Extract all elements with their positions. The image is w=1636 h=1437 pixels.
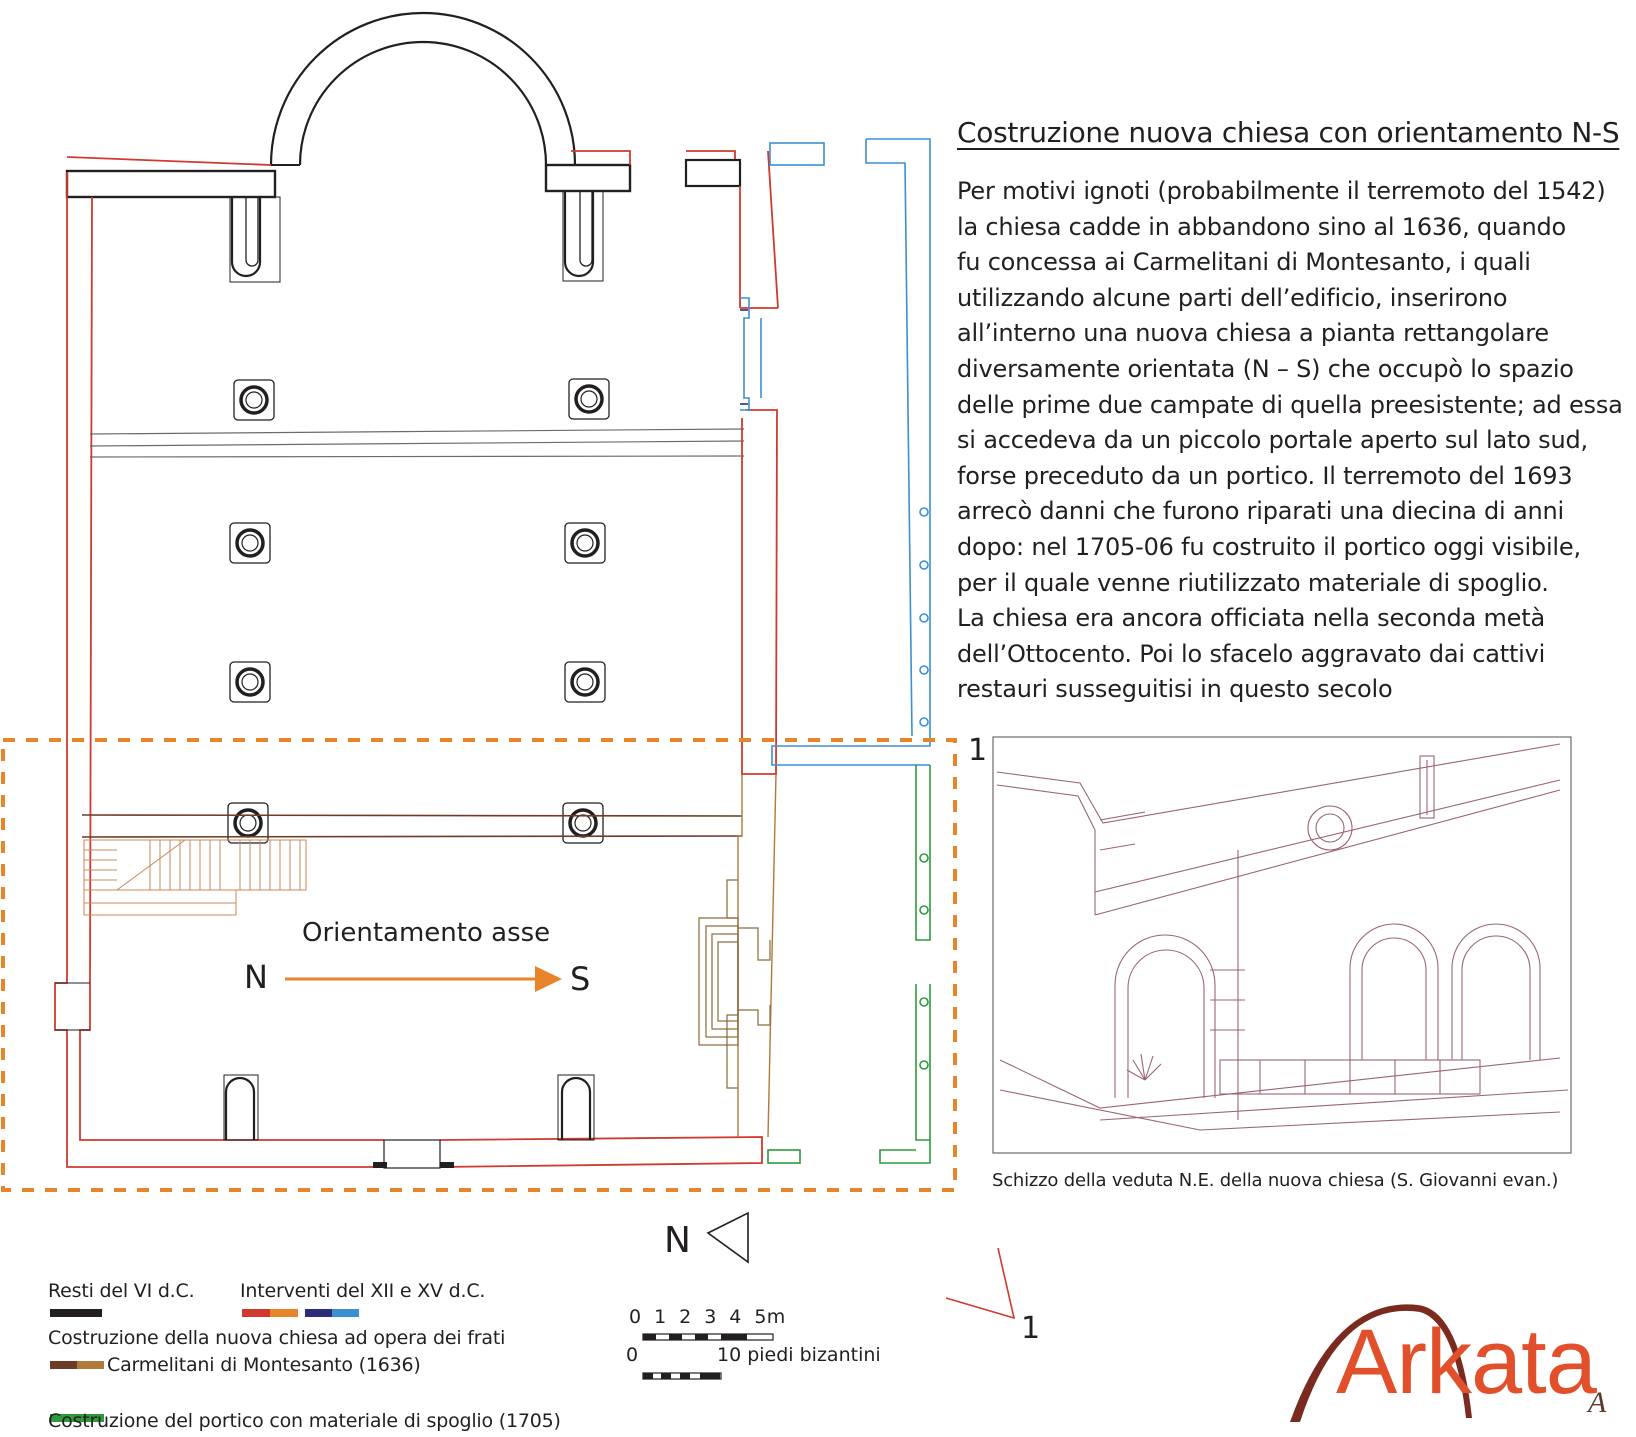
new-church-boundary [1, 738, 957, 1192]
north-arrow-icon [706, 1211, 749, 1264]
description-line: per il quale venne riutilizzato material… [957, 568, 1549, 597]
description-line: restauri susseguitisi in questo secolo [957, 675, 1393, 704]
east-wall-red [684, 150, 779, 775]
side-portal [698, 879, 771, 1089]
legend-swatches [50, 1309, 359, 1422]
pillar [228, 521, 272, 565]
description-line: arrecò danni che furono riparati una die… [957, 497, 1564, 526]
pillar [567, 377, 611, 421]
description-line: diversamente orientata (N – S) che occup… [957, 354, 1574, 383]
description-line: La chiesa era ancora officiata nella sec… [957, 604, 1545, 633]
west-wall [54, 172, 763, 1169]
scale-feet-label: 10 piedi bizantini [717, 1344, 881, 1366]
east-wall-piers [919, 507, 929, 727]
section-line-marker [945, 1247, 1016, 1320]
pilaster-ne [562, 190, 604, 282]
portico [767, 765, 931, 1164]
legend-portico: Costruzione del portico con materiale di… [48, 1410, 561, 1432]
legend-vi: Resti del VI d.C. [48, 1280, 195, 1302]
carmelite-church [81, 773, 777, 1138]
sketch-caption: Schizzo della veduta N.E. della nuova ch… [992, 1170, 1559, 1191]
axis-to-label: S [570, 960, 591, 998]
section-title: Costruzione nuova chiesa con orientament… [957, 116, 1620, 149]
description-line: la chiesa cadde in abbandono sino al 163… [957, 212, 1567, 241]
pillar [563, 660, 607, 704]
pillar [232, 378, 276, 422]
scale-bar [642, 1333, 774, 1380]
legend-xii-xv: Interventi del XII e XV d.C. [240, 1280, 486, 1302]
pilaster-nw [229, 196, 281, 283]
pillar [228, 660, 272, 704]
staircase [83, 839, 307, 916]
apse [269, 11, 577, 166]
legend-carmelite-1: Costruzione della nuova chiesa ad opera … [48, 1327, 506, 1349]
pilaster-sw [223, 1074, 259, 1141]
description-line: Per motivi ignoti (probabilmente il terr… [957, 177, 1606, 205]
description-line: dopo: nel 1705-06 fu costruito il portic… [957, 532, 1581, 561]
pillar [563, 521, 607, 565]
legend-carmelite-2: Carmelitani di Montesanto (1636) [107, 1354, 421, 1376]
description-line: dell’Ottocento. Poi lo sfacelo aggravato… [957, 639, 1546, 668]
transverse-lines [89, 428, 745, 458]
section-number: 1 [1021, 1311, 1041, 1346]
axis-from-label: N [244, 958, 268, 996]
description-line: si accedeva da un piccolo portale aperto… [957, 426, 1588, 455]
description-text: Per motivi ignoti (probabilmente il terr… [957, 174, 1629, 708]
description-line: fu concessa ai Carmelitani di Montesanto… [957, 248, 1531, 277]
axis-label: Orientamento asse [302, 918, 551, 948]
scale-feet-zero: 0 [626, 1344, 639, 1366]
north-label: N [664, 1220, 691, 1261]
description-line: forse preceduto da un portico. Il terrem… [957, 461, 1573, 490]
sketch-number: 1 [968, 733, 988, 768]
description-line: utilizzando alcune parti dell’edificio, … [957, 283, 1508, 312]
description-line: all’interno una nuova chiesa a pianta re… [957, 319, 1549, 348]
arkata-logo: Arkata [1336, 1311, 1597, 1413]
description-line: delle prime due campate di quella preesi… [957, 390, 1623, 419]
orientation-arrow [285, 966, 562, 992]
arkata-logo-mark: A [1588, 1386, 1607, 1419]
pillars [226, 377, 611, 845]
pilaster-se [557, 1074, 595, 1141]
sketch-image [992, 736, 1572, 1154]
east-wall-blue [740, 138, 931, 766]
scale-metric-ticks: 0 1 2 3 4 5m [629, 1306, 786, 1328]
